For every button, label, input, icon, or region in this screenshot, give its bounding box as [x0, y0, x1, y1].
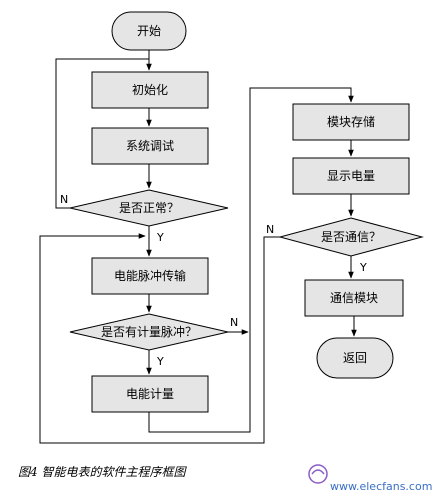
comm-module-box [304, 279, 404, 317]
is-normal-label: 是否正常？ [119, 201, 179, 215]
init-label: 初始化 [132, 83, 168, 97]
pulse-no-label: N [230, 316, 238, 329]
comm-no-return [39, 233, 280, 444]
normal-yes-label: Y [156, 231, 164, 244]
debug-label: 系统调试 [126, 138, 174, 153]
pulse-transfer-label: 电能脉冲传输 [114, 268, 186, 283]
comm-yes-label: Y [359, 261, 367, 274]
pulse-yes-label: Y [156, 355, 164, 368]
start-label: 开始 [137, 24, 161, 38]
store-box [292, 103, 410, 141]
comm-no-label: N [266, 223, 274, 236]
return-terminal [316, 337, 394, 379]
metering-to-store [148, 87, 354, 433]
watermark-text: www.elecfans.com [330, 480, 432, 493]
normal-no-loop [55, 58, 149, 209]
normal-no-label: N [60, 193, 68, 206]
is-comm-label: 是否通信？ [321, 230, 381, 244]
figure-caption: 图4 智能电表的软件主程序框图 [18, 465, 187, 479]
has-pulse-label: 是否有计量脉冲？ [101, 324, 197, 339]
comm-module-label: 通信模块 [330, 291, 378, 305]
return-label: 返回 [343, 351, 367, 365]
debug-box [91, 127, 209, 165]
metering-label: 电能计量 [126, 387, 174, 401]
display-label: 显示电量 [327, 169, 375, 183]
pulse-transfer-box [91, 257, 209, 295]
init-box [91, 71, 209, 109]
store-label: 模块存储 [327, 114, 375, 129]
watermark-logo: www.elecfans.com [308, 464, 432, 493]
metering-box [91, 375, 209, 413]
